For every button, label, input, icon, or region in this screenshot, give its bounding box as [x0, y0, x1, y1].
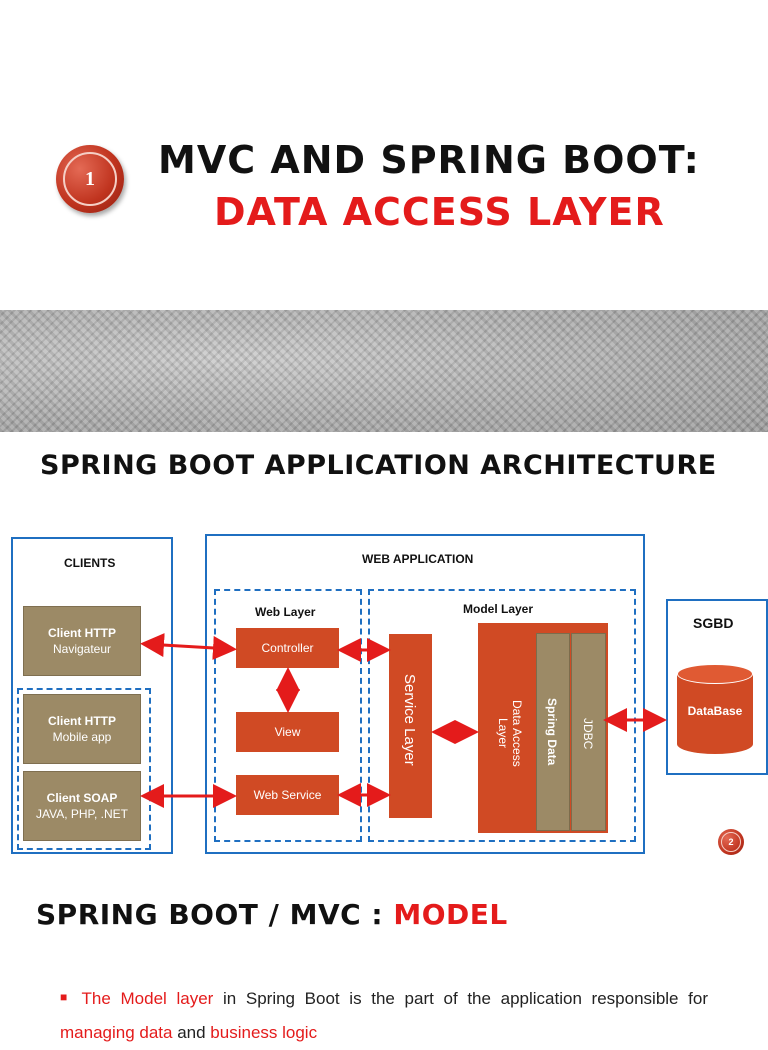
web-layer-frame — [214, 589, 362, 842]
client-subtitle: JAVA, PHP, .NET — [35, 807, 129, 821]
para-highlight-managing-data: managing data — [60, 1023, 173, 1042]
model-heading: SPRING BOOT / MVC : MODEL — [36, 898, 508, 931]
texture-band — [0, 310, 768, 432]
para-highlight-business-logic: business logic — [210, 1023, 318, 1042]
view-box: View — [236, 712, 339, 752]
section-number-badge: 1 — [56, 145, 124, 213]
web-application-label: WEB APPLICATION — [362, 552, 474, 566]
page-number-badge: 2 — [718, 829, 744, 855]
service-layer-box: Service Layer — [389, 634, 432, 818]
architecture-heading: SPRING BOOT APPLICATION ARCHITECTURE — [40, 450, 717, 481]
arrow-browser-controller — [140, 633, 237, 660]
client-title: Client HTTP — [48, 714, 116, 728]
client-title: Client HTTP — [48, 626, 116, 640]
client-http-browser: Client HTTP Navigateur — [23, 606, 141, 676]
sgbd-label: SGBD — [693, 615, 734, 631]
service-layer-label: Service Layer — [401, 674, 418, 766]
web-layer-label: Web Layer — [255, 605, 316, 619]
diagram-arrows — [140, 633, 667, 808]
client-http-mobile: Client HTTP Mobile app — [23, 694, 141, 764]
para-text: and — [172, 1023, 211, 1042]
jdbc-box: JDBC — [571, 633, 606, 831]
client-subtitle: Mobile app — [52, 730, 112, 744]
web-service-box: Web Service — [236, 775, 339, 815]
model-layer-label: Model Layer — [463, 602, 534, 616]
slide-title-line1: MVC AND SPRING BOOT: — [158, 138, 700, 182]
clients-dashed-group — [17, 688, 151, 850]
spring-data-label: Spring Data — [545, 698, 559, 766]
data-access-layer-label: Data Access Layer — [496, 699, 524, 767]
web-application-frame — [205, 534, 645, 854]
slide-title-line2: DATA ACCESS LAYER — [214, 190, 665, 234]
bullet-icon: ■ — [60, 990, 73, 1004]
para-text: in Spring Boot is the part of the applic… — [213, 989, 708, 1008]
model-heading-prefix: SPRING BOOT / MVC : — [36, 898, 394, 931]
model-heading-highlight: MODEL — [393, 898, 508, 931]
client-subtitle: Navigateur — [52, 642, 112, 656]
spring-data-box: Spring Data — [536, 633, 570, 831]
controller-box: Controller — [236, 628, 339, 668]
database-label: DataBase — [687, 704, 743, 718]
section-number: 1 — [85, 168, 95, 190]
clients-label: CLIENTS — [64, 556, 116, 570]
page-number: 2 — [728, 837, 734, 847]
client-title: Client SOAP — [46, 791, 118, 805]
database-cylinder: DataBase — [677, 664, 753, 754]
jdbc-label: JDBC — [581, 718, 595, 750]
model-description: ■ The Model layer in Spring Boot is the … — [60, 980, 708, 1050]
para-highlight-model-layer: The Model layer — [81, 989, 214, 1008]
clients-frame — [11, 537, 173, 854]
client-soap: Client SOAP JAVA, PHP, .NET — [23, 771, 141, 841]
sgbd-frame — [666, 599, 768, 775]
